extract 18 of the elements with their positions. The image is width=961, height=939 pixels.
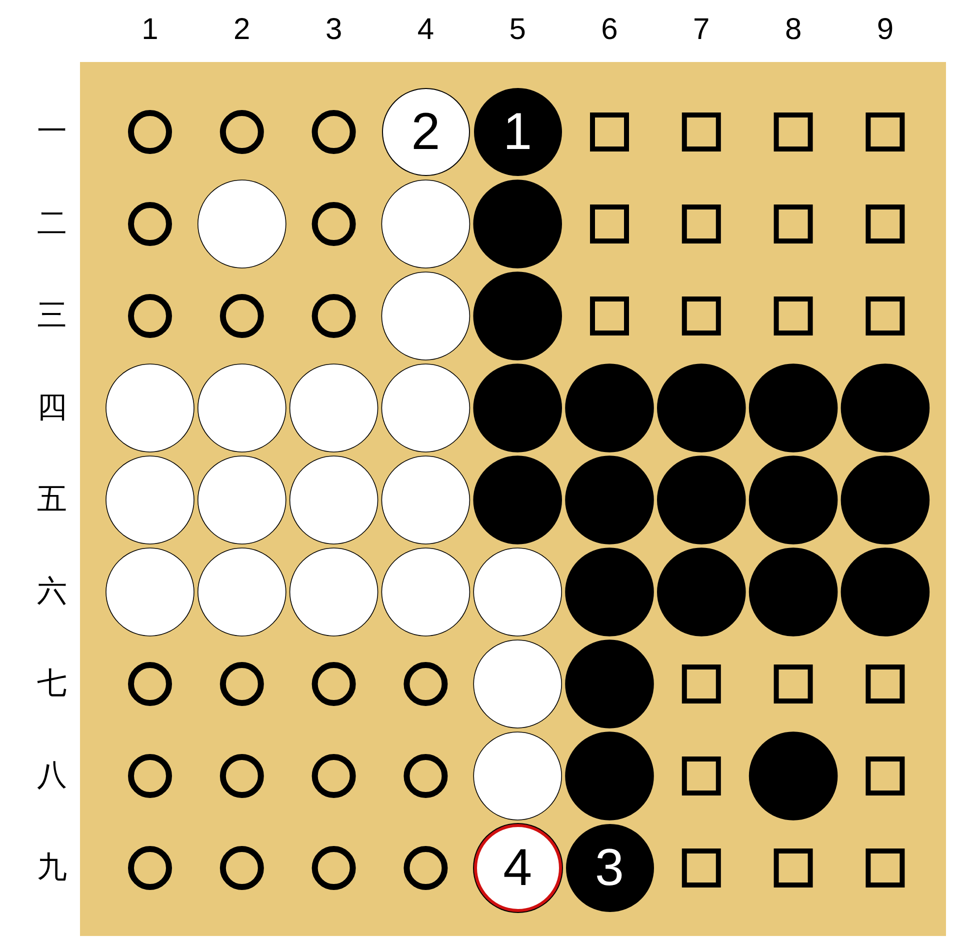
column-number: 4 (416, 12, 436, 48)
column-number: 2 (232, 12, 252, 48)
column-number: 3 (324, 12, 344, 48)
row-number: 四 (36, 390, 68, 426)
row-number: 九 (36, 850, 68, 886)
column-number: 1 (140, 12, 160, 48)
row-number: 七 (36, 666, 68, 702)
column-number: 5 (508, 12, 527, 48)
row-number: 三 (36, 298, 68, 334)
column-number: 9 (876, 12, 895, 48)
row-number: 一 (36, 114, 68, 150)
column-number: 8 (784, 12, 803, 48)
row-number: 二 (36, 206, 68, 242)
column-number: 6 (600, 12, 619, 48)
column-number: 7 (692, 12, 711, 48)
row-number: 八 (36, 758, 68, 794)
row-number: 五 (36, 482, 68, 518)
row-number: 六 (36, 574, 68, 610)
